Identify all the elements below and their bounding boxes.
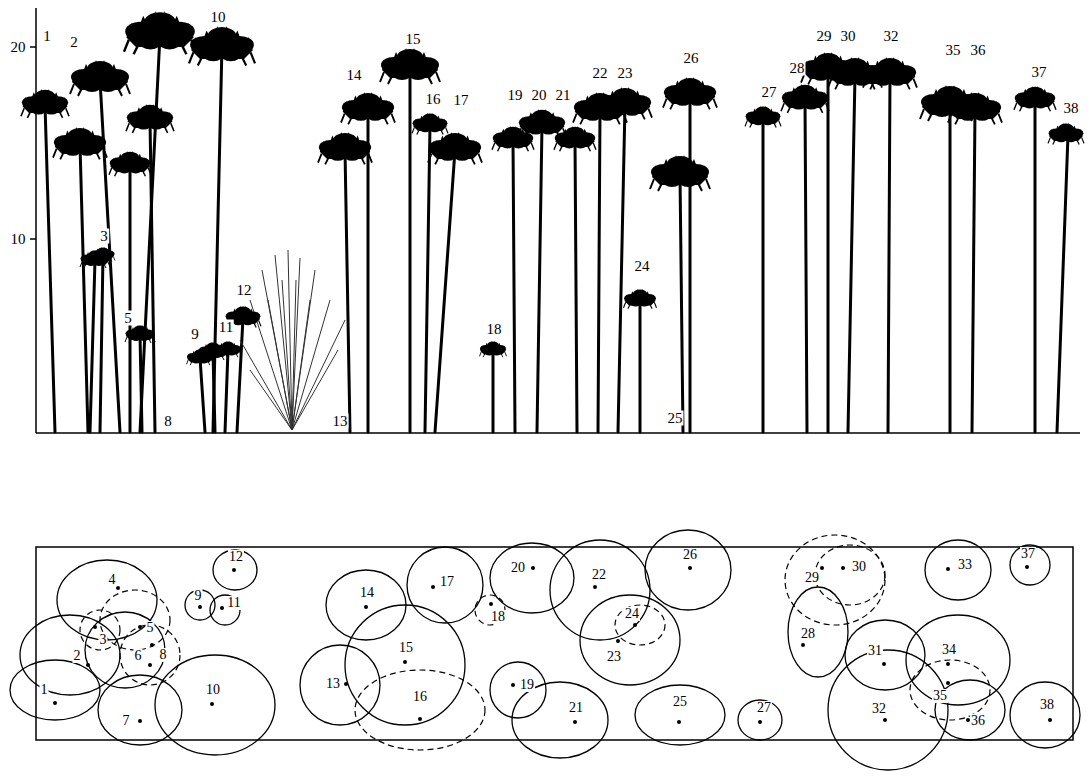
crown-number: 11 [226,596,241,610]
tree-number: 19 [507,88,524,103]
crown-number: 37 [1020,547,1036,561]
tree-number: 30 [840,29,857,44]
crown-number: 15 [398,641,414,655]
crown-number: 1 [40,683,49,697]
crown-number: 36 [970,714,986,728]
crown-number: 25 [672,695,688,709]
tree-number: 29 [816,29,833,44]
crown-number: 13 [325,677,341,691]
crown-number: 34 [941,643,957,657]
crown-number: 23 [606,650,622,664]
crown-number: 18 [490,610,506,624]
tree-number: 18 [486,322,503,337]
axis-label: 20 [10,40,27,55]
tree-number: 10 [210,10,227,25]
tree-number: 36 [970,43,987,58]
tree-number: 15 [405,32,422,47]
crown-number: 28 [800,627,816,641]
tree-number: 5 [123,311,133,326]
tree-number: 25 [667,411,684,426]
tree-number: 21 [555,88,572,103]
tree-number: 35 [945,43,962,58]
tree-number: 12 [236,283,253,298]
crown-number: 16 [412,690,428,704]
crown-number: 33 [957,558,973,572]
tree-number: 24 [634,259,651,274]
tree-number: 27 [761,85,778,100]
crown-number: 35 [932,689,948,703]
crown-number: 5 [146,621,155,635]
tree-number: 11 [218,320,234,335]
tree-number: 13 [332,414,349,429]
tree-number: 38 [1063,101,1080,116]
crown-number: 4 [108,573,117,587]
crown-number: 12 [228,550,244,564]
crown-number: 8 [159,648,168,662]
tree-number: 16 [425,92,442,107]
crown-number: 10 [205,683,221,697]
axis-label: 10 [10,232,27,247]
crown-number: 29 [804,571,820,585]
crown-number: 7 [122,714,131,728]
tree-number: 3 [99,229,109,244]
tree-number: 1 [42,29,52,44]
crown-number: 21 [568,701,584,715]
tree-number: 14 [346,68,363,83]
crown-number: 32 [871,702,887,716]
tree-number: 28 [789,61,806,76]
crown-number: 17 [439,575,455,589]
crown-number: 31 [867,644,883,658]
tree-number: 8 [163,414,173,429]
crown-number: 38 [1039,698,1055,712]
crown-number: 22 [591,568,607,582]
tree-number: 17 [453,93,470,108]
tree-number: 32 [883,29,900,44]
crown-number: 3 [99,633,108,647]
crown-number: 19 [519,678,535,692]
crown-number: 26 [682,548,698,562]
tree-number: 23 [617,66,634,81]
crown-number: 20 [510,561,526,575]
crown-number: 9 [194,589,203,603]
crown-number: 14 [359,586,375,600]
crown-number: 24 [624,607,640,621]
tree-number: 26 [683,51,700,66]
tree-number: 2 [69,35,79,50]
tree-number: 20 [531,88,548,103]
crown-number: 27 [756,701,772,715]
crown-number: 2 [73,649,82,663]
crown-number: 30 [851,560,867,574]
tree-number: 9 [190,327,200,342]
tree-number: 37 [1031,65,1048,80]
crown-number: 6 [134,649,143,663]
tree-number: 22 [592,66,609,81]
